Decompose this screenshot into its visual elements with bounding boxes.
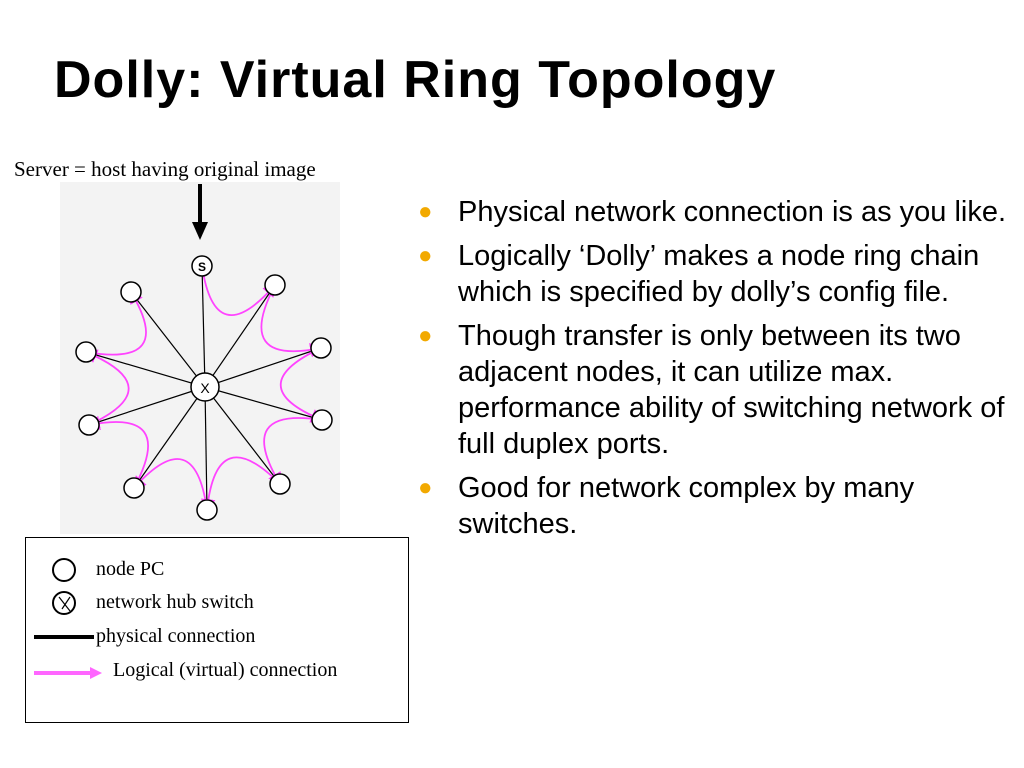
legend-box: node PC network hub switch physical conn… bbox=[25, 537, 409, 723]
physical-connections bbox=[85, 265, 323, 511]
physical-link bbox=[133, 386, 206, 489]
slide-title: Dolly: Virtual Ring Topology bbox=[54, 51, 777, 109]
node-pc bbox=[75, 341, 97, 363]
logical-link bbox=[260, 284, 325, 358]
legend-label-logical-connection: Logical (virtual) connection bbox=[113, 659, 338, 681]
logical-link bbox=[85, 288, 147, 356]
node-pc bbox=[269, 473, 291, 495]
bullet-marker-icon: ● bbox=[418, 242, 433, 269]
logical-link bbox=[200, 456, 281, 514]
logical-connections bbox=[82, 265, 326, 514]
logical-link bbox=[82, 349, 130, 426]
bullet-text: Physical network connection is as you li… bbox=[458, 196, 1007, 228]
physical-link bbox=[204, 284, 276, 388]
node-pc bbox=[120, 281, 142, 303]
legend-label-network-hub-switch: network hub switch bbox=[96, 591, 254, 613]
bullet-marker-icon: ● bbox=[418, 474, 433, 501]
ring-topology-svg: X S bbox=[75, 184, 333, 521]
bullet-marker-icon: ● bbox=[418, 198, 433, 225]
physical-link bbox=[88, 386, 206, 426]
node-pc bbox=[311, 409, 333, 431]
bullet-item: ● Though transfer is only between its two… bbox=[418, 318, 1008, 462]
server-pointer-arrowhead bbox=[192, 222, 208, 240]
server-node-label: S bbox=[198, 260, 206, 274]
logical-link bbox=[263, 417, 323, 488]
logical-link bbox=[279, 347, 326, 423]
logical-link bbox=[201, 265, 278, 316]
server-node: S bbox=[191, 255, 213, 277]
bullet-marker-icon: ● bbox=[418, 322, 433, 349]
node-pc-legend-icon bbox=[52, 558, 76, 582]
bullet-list: ● Physical network connection is as you l… bbox=[418, 194, 1008, 550]
server-annotation-label: Server = host having original image bbox=[14, 157, 316, 181]
legend-label-physical-connection: physical connection bbox=[96, 625, 256, 647]
bullet-item: ● Good for network complex by many switch… bbox=[418, 470, 1008, 542]
hub-switch-legend-icon bbox=[52, 591, 76, 615]
logical-link bbox=[85, 415, 149, 489]
physical-link bbox=[204, 386, 281, 485]
node-pcs bbox=[75, 274, 333, 521]
bullet-item: ● Physical network connection is as you l… bbox=[418, 194, 1008, 230]
node-pc bbox=[196, 499, 218, 521]
bullet-text: Good for network complex by many switche… bbox=[458, 472, 915, 540]
logical-connection-legend-icon bbox=[34, 667, 102, 679]
physical-link bbox=[204, 386, 208, 511]
physical-link bbox=[204, 386, 323, 421]
ring-topology-diagram: X S bbox=[60, 182, 340, 534]
legend-label-node-pc: node PC bbox=[96, 558, 165, 580]
node-pc bbox=[264, 274, 286, 296]
logical-link bbox=[131, 458, 208, 511]
physical-connection-legend-icon bbox=[34, 635, 94, 639]
bullet-item: ● Logically ‘Dolly’ makes a node ring cha… bbox=[418, 238, 1008, 310]
node-pc bbox=[123, 477, 145, 499]
physical-link bbox=[201, 265, 206, 388]
hub-switch-label: X bbox=[200, 380, 210, 396]
physical-link bbox=[85, 351, 206, 388]
hub-switch: X bbox=[190, 372, 220, 402]
node-pc bbox=[310, 337, 332, 359]
bullet-text: Logically ‘Dolly’ makes a node ring chai… bbox=[458, 240, 980, 308]
node-pc bbox=[78, 414, 100, 436]
physical-link bbox=[204, 347, 322, 388]
physical-link bbox=[130, 291, 206, 388]
bullet-text: Though transfer is only between its two … bbox=[458, 320, 1005, 460]
